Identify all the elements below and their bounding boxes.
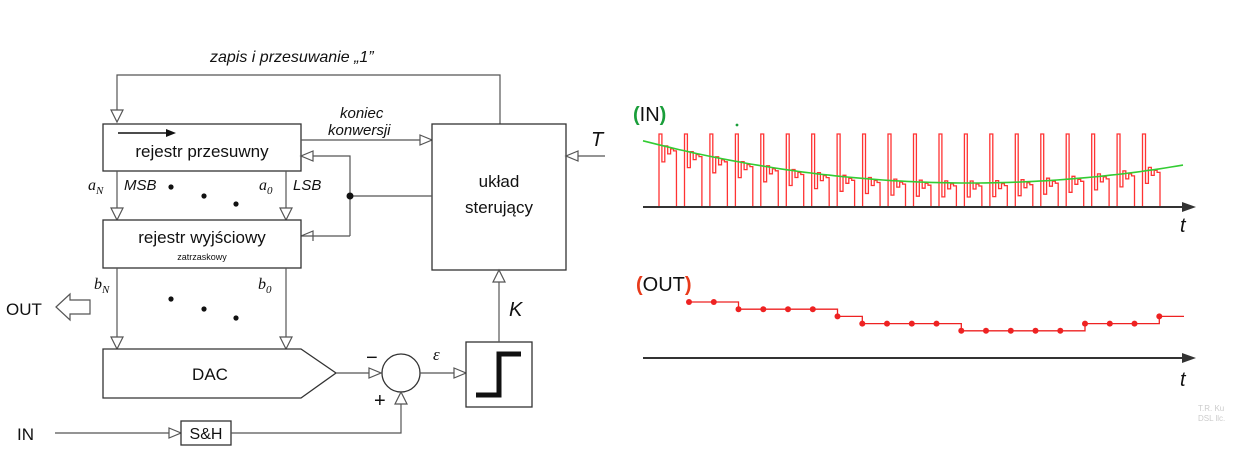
output-register-block: [102, 219, 302, 269]
ellipsis-dot-5: [233, 315, 239, 321]
out-sample-point: [1106, 320, 1113, 327]
feedback-wire: [110, 74, 501, 124]
control-unit-block: [431, 123, 567, 271]
feedback-label: zapis i przesuwanie „1”: [209, 49, 374, 66]
comparator-to-control-wire: [492, 268, 506, 342]
out-sample-point: [834, 313, 841, 320]
out-sample-point: [1131, 320, 1138, 327]
out-sample-point: [1156, 313, 1163, 320]
out-terminal-label: OUT: [6, 300, 42, 319]
LSB-label: LSB: [293, 177, 321, 194]
out-sample-point: [958, 327, 965, 334]
in-axis-arrowhead: [1182, 202, 1196, 212]
ellipsis-dot-3: [168, 296, 174, 302]
out-sample-point: [933, 320, 940, 327]
output-register-sublabel: zatrzaskowy: [177, 252, 227, 262]
in-sampled-trace: [658, 133, 1168, 208]
output-register-label: rejestr wyjściowy: [138, 228, 266, 247]
bN-label: bN: [94, 276, 110, 296]
out-sample-point: [785, 306, 791, 313]
control-unit-line2: sterujący: [465, 198, 534, 217]
out-axis-arrowhead: [1182, 353, 1196, 363]
credit-line2: DSL llc.: [1198, 414, 1225, 423]
in-plot: [642, 133, 1196, 212]
out-sample-point: [884, 320, 890, 327]
aN-label: aN: [88, 177, 104, 197]
a0-label: a0: [259, 177, 273, 197]
out-sample-point: [735, 306, 742, 313]
konwersji-label: konwersji: [328, 122, 391, 139]
koniec-label: koniec: [340, 105, 384, 122]
MSB-label: MSB: [124, 177, 157, 194]
register-bit-wires: [110, 171, 293, 222]
dac-block: [102, 348, 338, 399]
msb-dot: [168, 184, 174, 190]
dac-to-sum-wire: [336, 367, 383, 379]
sample-hold-label: S&H: [190, 426, 223, 443]
out-sample-point: [983, 327, 989, 334]
ellipsis-dot-1: [201, 193, 207, 199]
end-of-conversion-wire: [301, 134, 434, 146]
out-sample-point: [1007, 327, 1014, 334]
out-sample-point: [1032, 327, 1039, 334]
epsilon-label: ε: [433, 345, 440, 364]
shift-register-label: rejestr przesuwny: [135, 142, 269, 161]
ellipsis-dot-4: [201, 306, 207, 312]
out-sample-point: [1082, 320, 1088, 327]
out-plot: [643, 299, 1196, 363]
plus-sign: +: [374, 390, 386, 412]
dac-input-wires: [110, 268, 293, 351]
control-unit-line1: układ: [479, 172, 520, 191]
summing-node: [381, 353, 421, 393]
credit-line1: T.R. Ku: [1198, 404, 1224, 413]
out-sample-point: [859, 320, 866, 327]
out-sample-point: [686, 299, 692, 305]
out-sample-point: [809, 306, 816, 313]
minus-sign: −: [366, 347, 378, 369]
shift-direction-arrow: [118, 129, 176, 137]
b0-label: b0: [258, 276, 272, 296]
out-axis-label: t: [1180, 369, 1187, 391]
in-to-sh-wire: [55, 427, 183, 439]
sum-to-comparator-wire: [420, 367, 468, 379]
out-sample-point: [760, 306, 767, 313]
in-plot-title: (IN): [633, 104, 666, 126]
out-sample-point: [1057, 327, 1064, 334]
comparator-step-icon: [476, 351, 521, 398]
in-terminal-label: IN: [17, 425, 34, 444]
control-to-registers-wire: [299, 150, 432, 241]
in-plot-speck: [735, 123, 739, 127]
out-arrow-icon: [55, 292, 91, 322]
clock-label: T: [591, 129, 605, 151]
out-plot-title: (OUT): [636, 274, 692, 296]
in-axis-label: t: [1180, 215, 1187, 237]
clock-wire: [564, 150, 605, 162]
out-sample-point: [710, 299, 717, 305]
dac-label: DAC: [192, 365, 228, 384]
sh-to-sum-wire: [231, 390, 408, 434]
in-analog-curve: [642, 140, 1184, 184]
out-sample-point: [908, 320, 915, 327]
shift-register-block: [102, 123, 302, 172]
comparator-output-label: K: [509, 299, 524, 321]
ellipsis-dot-2: [233, 201, 239, 207]
